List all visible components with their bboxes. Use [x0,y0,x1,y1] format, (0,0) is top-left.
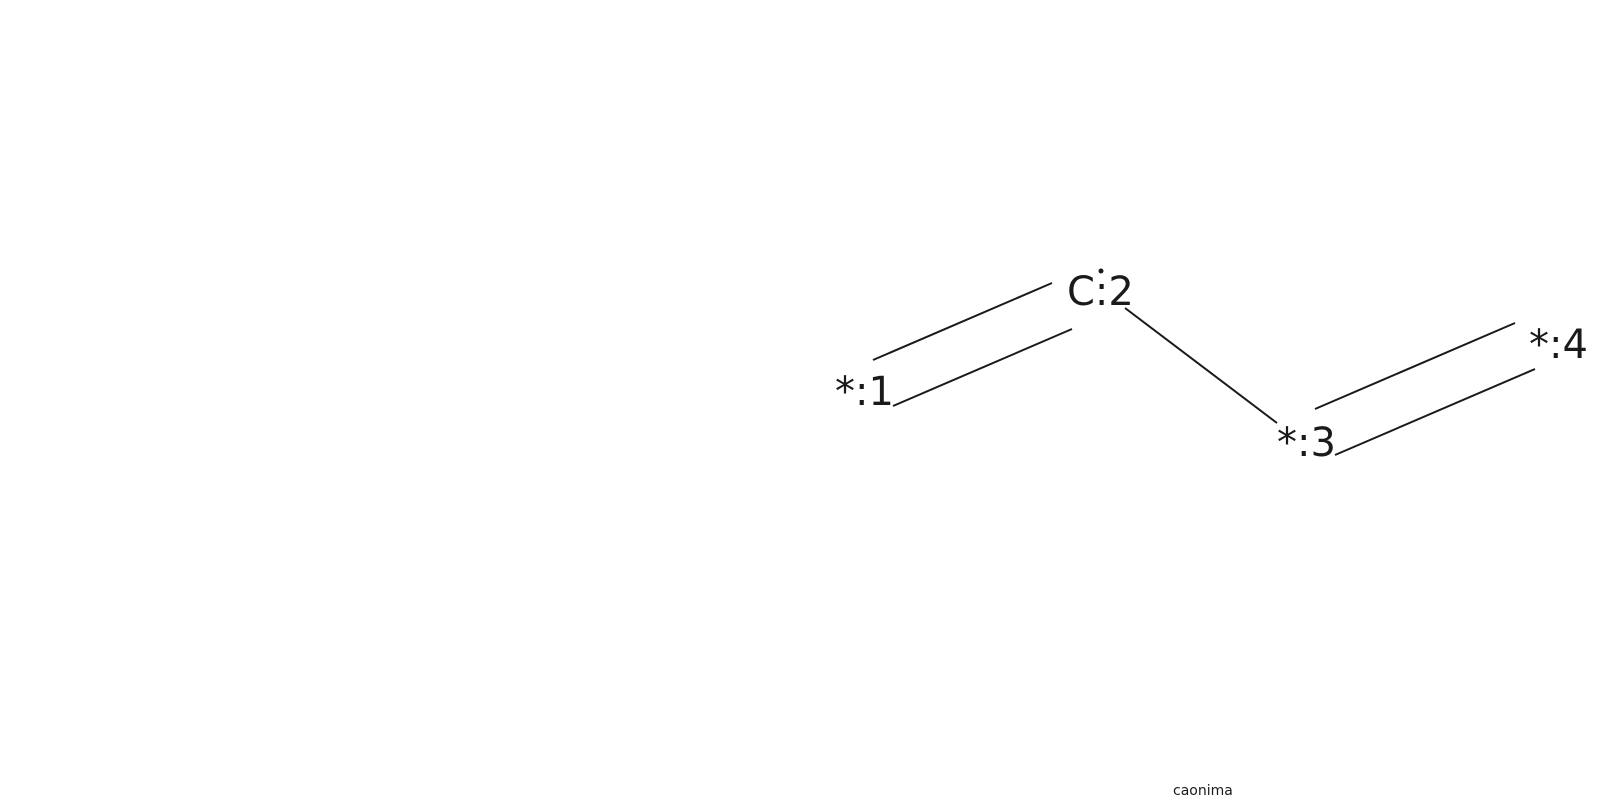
bond-2-3-line [1124,307,1278,424]
bond-3-4-line-b [1334,368,1536,456]
atom-label-1: *:1 [835,369,894,415]
bond-1-2-line-b [892,328,1073,407]
radical-dot [1098,268,1104,274]
bond-3-4-line-a [1314,322,1516,410]
atoms-layer: *:1 C:2 *:3 *:4 [835,268,1588,466]
bond-1-2-line-a [872,282,1053,361]
atom-label-4: *:4 [1529,322,1588,368]
molecule-caption: caonima [1173,783,1233,799]
atom-label-2: C:2 [1067,269,1134,315]
bonds-layer [872,282,1536,456]
atom-label-3: *:3 [1277,420,1336,466]
